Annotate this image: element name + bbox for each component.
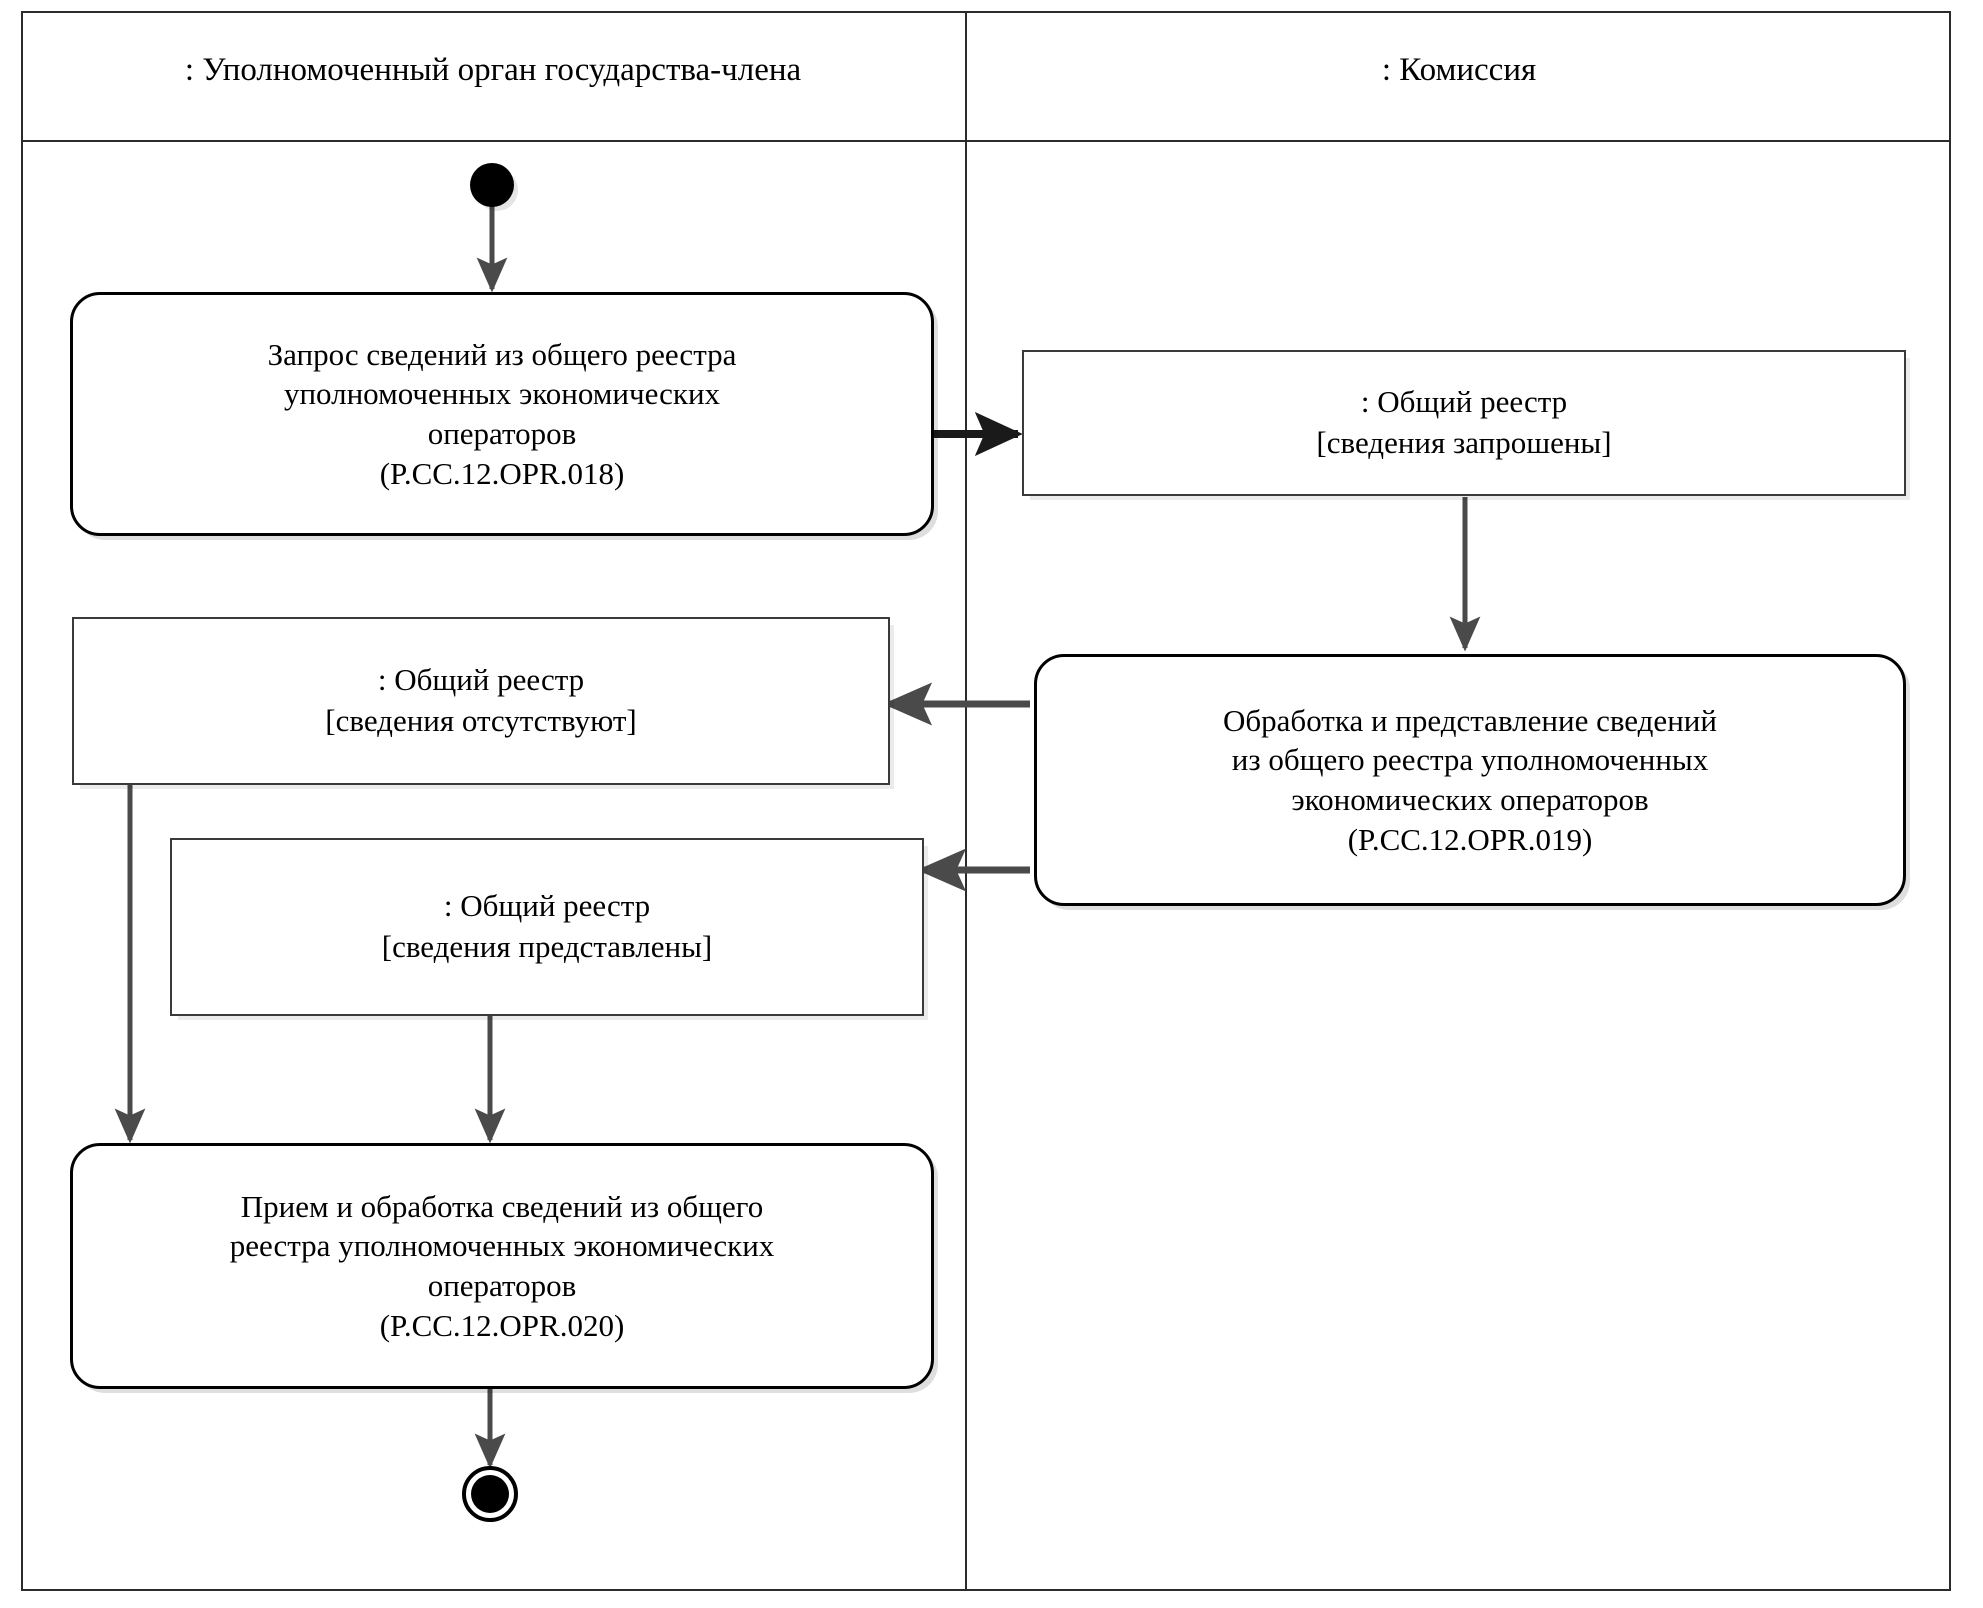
- object-node-registry-absent[interactable]: : Общий реестр [сведения отсутствуют]: [72, 617, 890, 785]
- activity-018-code: (P.CC.12.OPR.018): [379, 455, 625, 491]
- activity-018-line-2: уполномоченных экономических: [283, 376, 721, 412]
- object-requested-state: [сведения запрошены]: [1316, 425, 1612, 460]
- object-provided-state: [сведения представлены]: [381, 929, 713, 964]
- object-provided-name: : Общий реестр: [443, 888, 651, 924]
- activity-020-line-2: реестра уполномоченных экономических: [229, 1228, 775, 1264]
- swimlane-frame: [21, 11, 1951, 1591]
- activity-018-line-1: Запрос сведений из общего реестра: [267, 336, 737, 372]
- object-requested-name: : Общий реестр: [1360, 384, 1568, 420]
- activity-node-opr-019[interactable]: Обработка и представление сведений из об…: [1034, 654, 1906, 906]
- object-node-registry-requested[interactable]: : Общий реестр [сведения запрошены]: [1022, 350, 1906, 496]
- object-absent-name: : Общий реестр: [377, 662, 585, 698]
- object-node-registry-provided[interactable]: : Общий реестр [сведения представлены]: [170, 838, 924, 1016]
- swimlane-vertical-divider: [965, 11, 967, 1591]
- activity-node-opr-020[interactable]: Прием и обработка сведений из общего рее…: [70, 1143, 934, 1389]
- activity-019-line-1: Обработка и представление сведений: [1223, 702, 1717, 738]
- activity-019-line-2: из общего реестра уполномоченных: [1231, 742, 1709, 778]
- final-node: [462, 1466, 518, 1522]
- swimlane-title-commission: : Комиссия: [1381, 52, 1537, 88]
- object-absent-state: [сведения отсутствуют]: [325, 703, 637, 738]
- swimlane-header-divider: [21, 140, 1951, 142]
- initial-node: [470, 163, 514, 207]
- activity-020-line-1: Прием и обработка сведений из общего: [240, 1188, 764, 1224]
- activity-019-code: (P.CC.12.OPR.019): [1347, 821, 1593, 857]
- activity-020-code: (P.CC.12.OPR.020): [379, 1307, 625, 1343]
- activity-019-line-3: экономических операторов: [1291, 782, 1649, 817]
- swimlane-title-member-state: : Уполномоченный орган государства-члена: [184, 52, 802, 88]
- activity-node-opr-018[interactable]: Запрос сведений из общего реестра уполно…: [70, 292, 934, 536]
- activity-020-line-3: операторов: [427, 1268, 577, 1303]
- activity-018-line-3: операторов: [427, 416, 577, 451]
